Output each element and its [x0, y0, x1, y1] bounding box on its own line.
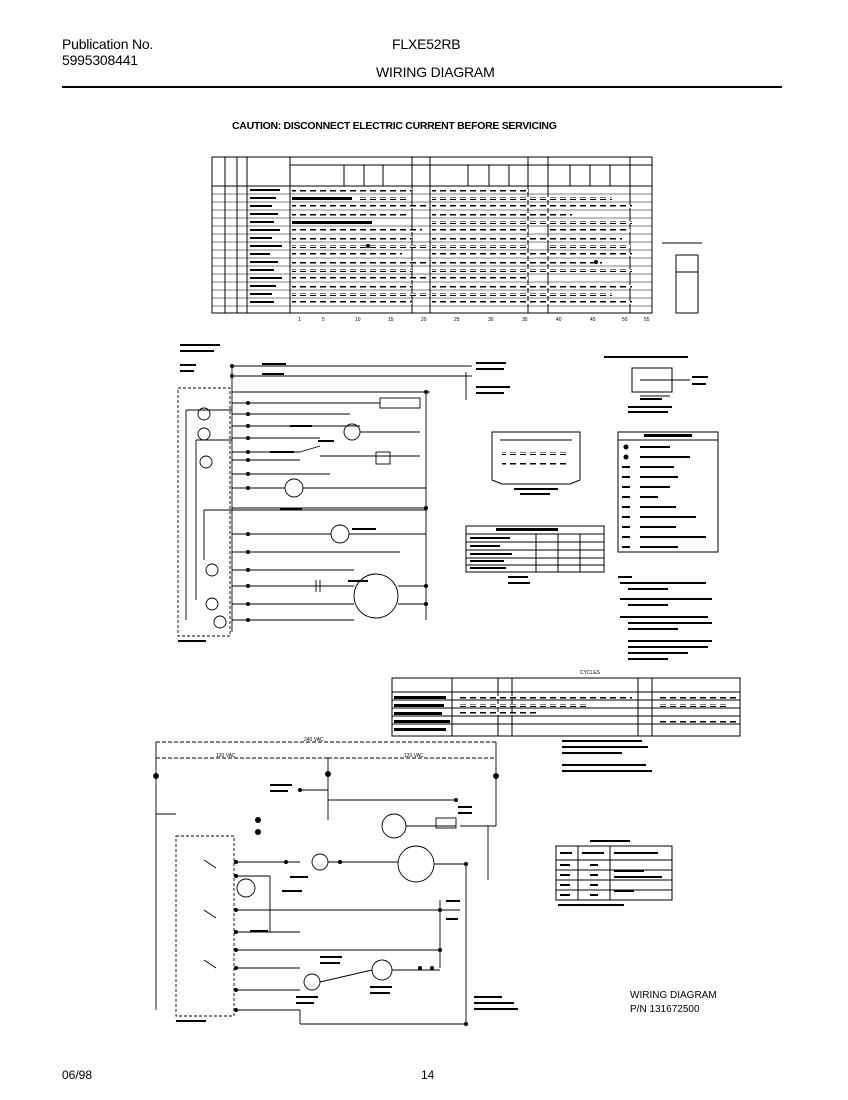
axis-tick-1: 1 [298, 317, 301, 323]
left-leg-voltage: 120 VAC [216, 753, 236, 759]
dryer-supply-voltage: 240 VAC [304, 737, 324, 743]
page-title: WIRING DIAGRAM [376, 64, 495, 80]
axis-tick-10: 10 [355, 317, 361, 323]
axis-tick-35: 35 [522, 317, 528, 323]
timer-connector-block [491, 431, 581, 495]
notes-block [618, 576, 712, 660]
header-rule [62, 86, 782, 88]
axis-tick-20: 20 [421, 317, 427, 323]
wiring-codes-legend [617, 431, 719, 553]
right-leg-voltage: 120 VAC [404, 753, 424, 759]
axis-tick-55: 55 [644, 317, 650, 323]
page-number: 14 [421, 1068, 435, 1082]
chart-side-legend [662, 242, 702, 314]
axis-tick-25: 25 [454, 317, 460, 323]
dryer-schematic [153, 741, 499, 1026]
cycles-table-title: CYCLES [580, 670, 601, 676]
washer-schematic [177, 364, 472, 637]
timer-sequence-chart [211, 156, 653, 314]
publication-number: 5995308441 [62, 52, 138, 68]
heater-specs-table [555, 840, 673, 906]
axis-tick-30: 30 [488, 317, 494, 323]
caution-text: CAUTION: DISCONNECT ELECTRIC CURRENT BEF… [232, 120, 557, 132]
footer-date: 06/98 [62, 1068, 93, 1082]
switch-position-table [465, 525, 605, 584]
axis-tick-5: 5 [322, 317, 325, 323]
timer-chart-row-labels [250, 189, 282, 303]
dryer-schematic-labels [176, 784, 518, 1022]
axis-tick-15: 15 [388, 317, 394, 323]
model-number: FLXE52RB [392, 36, 461, 52]
axis-tick-50: 50 [622, 317, 628, 323]
publication-label: Publication No. [62, 36, 154, 52]
wiring-diagram-part-number: P/N 131672500 [630, 1004, 700, 1015]
subinterval-switch-detail [604, 356, 708, 413]
wiring-diagram-caption: WIRING DIAGRAM [630, 990, 717, 1001]
cycles-table [391, 677, 741, 737]
washer-schematic-labels [178, 344, 510, 642]
timer-chart-axis-labels: 1 5 10 15 20 25 30 35 40 45 50 55 [298, 317, 650, 323]
axis-tick-45: 45 [590, 317, 596, 323]
timer-chart-bars [292, 189, 632, 304]
cycles-notes [562, 740, 652, 772]
axis-tick-40: 40 [556, 317, 562, 323]
